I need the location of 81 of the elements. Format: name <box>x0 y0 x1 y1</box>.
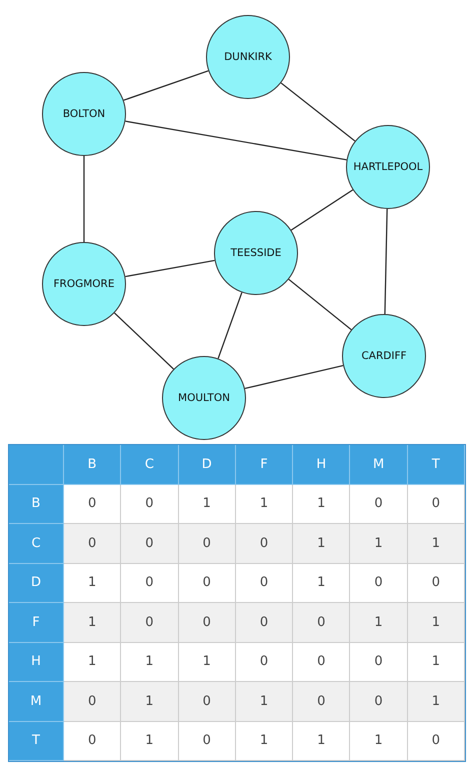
table-cell: 0 <box>236 642 294 682</box>
table-cell: 1 <box>350 722 408 761</box>
table-cell: 1 <box>350 524 408 564</box>
table-cell: 1 <box>408 603 465 642</box>
table-cell: 1 <box>64 603 122 642</box>
table-cell: 0 <box>408 484 465 524</box>
column-header-cell: B <box>64 445 122 484</box>
table-cell: 1 <box>121 642 179 682</box>
table-cell: 0 <box>236 603 294 642</box>
table-cell: 0 <box>236 564 294 603</box>
row-header-cell: B <box>9 484 64 524</box>
table-cell: 1 <box>64 564 122 603</box>
column-header-cell: F <box>236 445 294 484</box>
table-cell: 1 <box>408 524 465 564</box>
table-cell: 1 <box>236 484 294 524</box>
connector-line <box>290 189 354 231</box>
connector-line <box>123 70 209 101</box>
table-cell: 0 <box>293 603 350 642</box>
connector-line <box>83 156 85 242</box>
table-cell: 0 <box>178 524 236 564</box>
row-header-cell: F <box>9 603 64 642</box>
table-cell: 1 <box>236 722 294 761</box>
connector-line <box>384 208 388 314</box>
table-cell: 0 <box>121 484 179 524</box>
table-cell: 0 <box>408 722 465 761</box>
table-cell: 1 <box>178 642 236 682</box>
table-cell: 1 <box>236 682 294 722</box>
table-cell: 0 <box>350 484 408 524</box>
connector-line <box>114 312 174 370</box>
table-cell: 0 <box>350 642 408 682</box>
row-header-cell: D <box>9 564 64 603</box>
table-cell: 1 <box>121 722 179 761</box>
table-cell: 0 <box>121 564 179 603</box>
table-cell: 1 <box>121 682 179 722</box>
row-header-cell: C <box>9 524 64 564</box>
town-name: DUNKIRK <box>224 51 272 63</box>
table-cell: 0 <box>178 722 236 761</box>
connector-line <box>125 120 347 160</box>
connector-line <box>280 82 356 142</box>
table-cell: 0 <box>64 682 122 722</box>
table-cell: 0 <box>121 603 179 642</box>
table-cell: 0 <box>64 484 122 524</box>
table-cell: 0 <box>293 642 350 682</box>
table-cell: 0 <box>350 564 408 603</box>
column-header-cell: M <box>350 445 408 484</box>
town-name: HARTLEPOOL <box>353 161 423 173</box>
table-cell: 1 <box>293 484 350 524</box>
table-cell: 1 <box>178 484 236 524</box>
town-name: CARDIFF <box>361 350 407 362</box>
column-header-cell: C <box>121 445 179 484</box>
connector-line <box>244 364 344 390</box>
connector-line <box>218 292 242 359</box>
connector-line <box>288 278 352 330</box>
row-header-cell: T <box>9 722 64 761</box>
column-header-cell: D <box>178 445 236 484</box>
table-cell: 0 <box>121 524 179 564</box>
table-cell: 1 <box>293 722 350 761</box>
table-cell: 1 <box>408 642 465 682</box>
table-cell: 0 <box>178 682 236 722</box>
town-name: MOULTON <box>178 392 230 404</box>
table-cell: 0 <box>350 682 408 722</box>
table-cell: 0 <box>408 564 465 603</box>
town-name: BOLTON <box>62 108 106 120</box>
column-header-cell: H <box>293 445 350 484</box>
town-name: TEESSIDE <box>230 247 282 259</box>
row-header-cell: M <box>9 682 64 722</box>
table-cell: 0 <box>178 564 236 603</box>
table-cell: 0 <box>293 682 350 722</box>
table-cell: 0 <box>64 524 122 564</box>
table-cell: 0 <box>64 722 122 761</box>
table-cell: 1 <box>64 642 122 682</box>
table-cell: 1 <box>350 603 408 642</box>
table-cell: 0 <box>178 603 236 642</box>
table-cell: 1 <box>293 564 350 603</box>
column-header-cell: T <box>408 445 465 484</box>
table-cell: 1 <box>408 682 465 722</box>
town-name: FROGMORE <box>54 278 114 290</box>
connector-line <box>125 260 215 278</box>
table-cell: 0 <box>236 524 294 564</box>
table-cell: 1 <box>293 524 350 564</box>
row-header-cell: H <box>9 642 64 682</box>
